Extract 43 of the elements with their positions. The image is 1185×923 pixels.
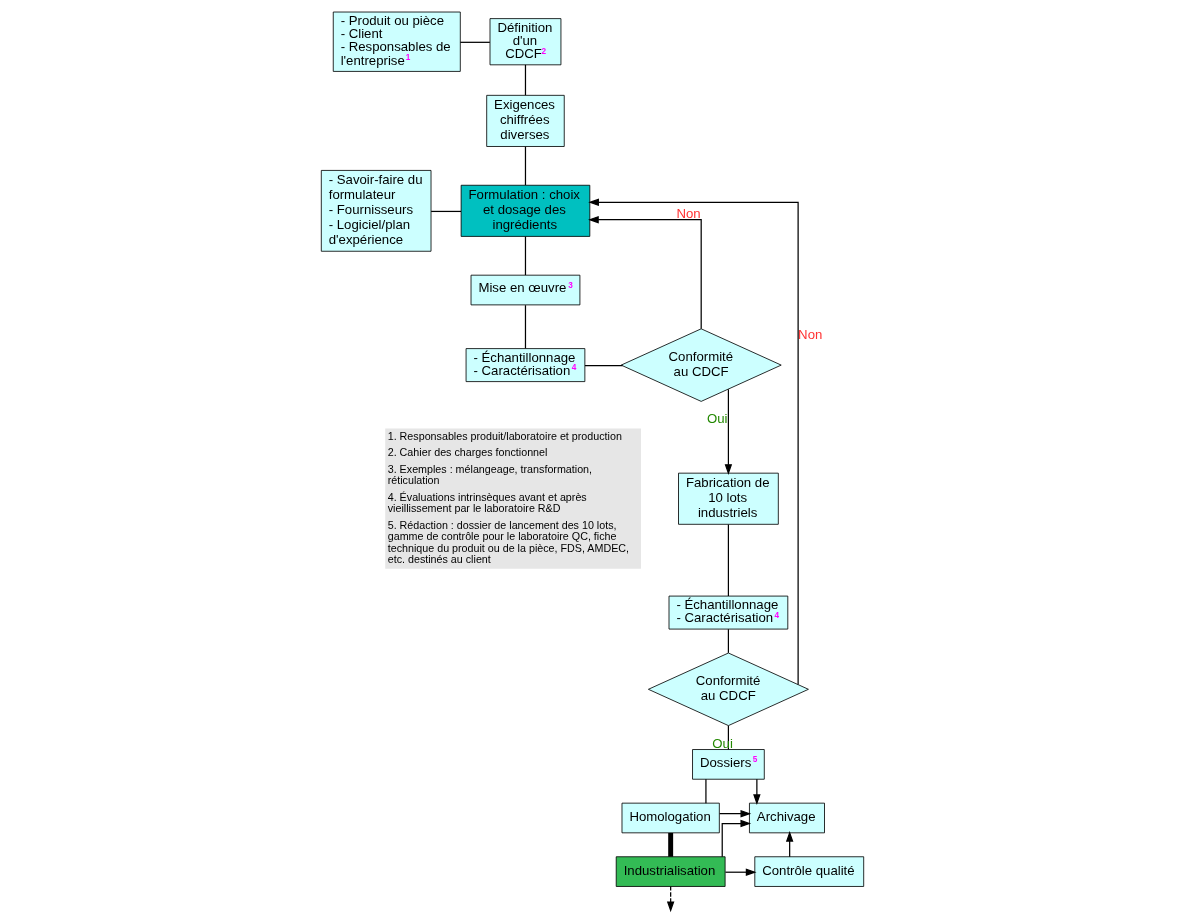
label: 4. Évaluations intrinsèques avant et après vieillissement par le laboratoire R&D [387,490,587,515]
edge-label: Non [798,327,823,343]
connector [524,146,527,186]
node-box: Formulation : choix et dosage des ingrédients [460,184,591,237]
arrow [721,819,752,858]
node-box: Archivage [749,802,825,834]
connector [705,778,707,804]
arrow [588,215,702,330]
connector [668,832,674,857]
node-box: - Échantillonnage - Caractérisation$^{4}$ [668,595,789,630]
connector [430,210,462,213]
connector [584,365,624,367]
connector [524,235,527,276]
node-box: - Savoir-faire du formulateur - Fournisseurs - Logiciel/plan d'expérience [320,170,432,252]
node-box: Mise en œuvre$^{3}$ [470,274,581,306]
node-box: Contrôle qualité [754,856,865,887]
connector [524,304,527,349]
arrow [588,198,799,686]
label: 1. Responsables produit/laboratoire et production [387,429,622,442]
connector [459,41,491,43]
node-box: Dossiers$^{5}$ [692,749,765,780]
node-box: Homologation [621,802,720,834]
arrow [724,388,733,475]
node-box: Industrialisation [615,856,726,887]
node-box: Fabrication de 10 lots industriels [678,472,779,525]
arrow [666,886,675,913]
connector [727,523,730,597]
node-box: - Produit ou pièce - Client - Responsables de l'entreprise$^{1}$ [332,11,461,72]
node-diamond: Conformité au CDCF [620,328,782,402]
label: 3. Exemples : mélangeage, transformation, réticulation [387,462,593,487]
arrow [719,809,752,818]
edge-label: Non [676,206,701,222]
node-diamond: Conformité au CDCF [648,652,809,726]
arrow [753,778,761,805]
label: 2. Cahier des charges fonctionnel [387,446,548,459]
label: 5. Rédaction : dossier de lancement des 10 lots, gamme de contrôle pour le laboratoire QC, fiche technique du produit ou de la pièce, FDS, AMDEC, etc. destinés au client [387,518,630,566]
connector [524,64,527,96]
node-box: - Échantillonnage - Caractérisation$^{4}$ [465,348,586,382]
connector [727,628,730,654]
edge-label: Oui [706,410,728,426]
arrow [724,868,757,876]
node-box: Exigences chiffrées diverses [486,94,565,147]
node-box: Définition d'un CDCF$^{2}$ [489,18,562,66]
